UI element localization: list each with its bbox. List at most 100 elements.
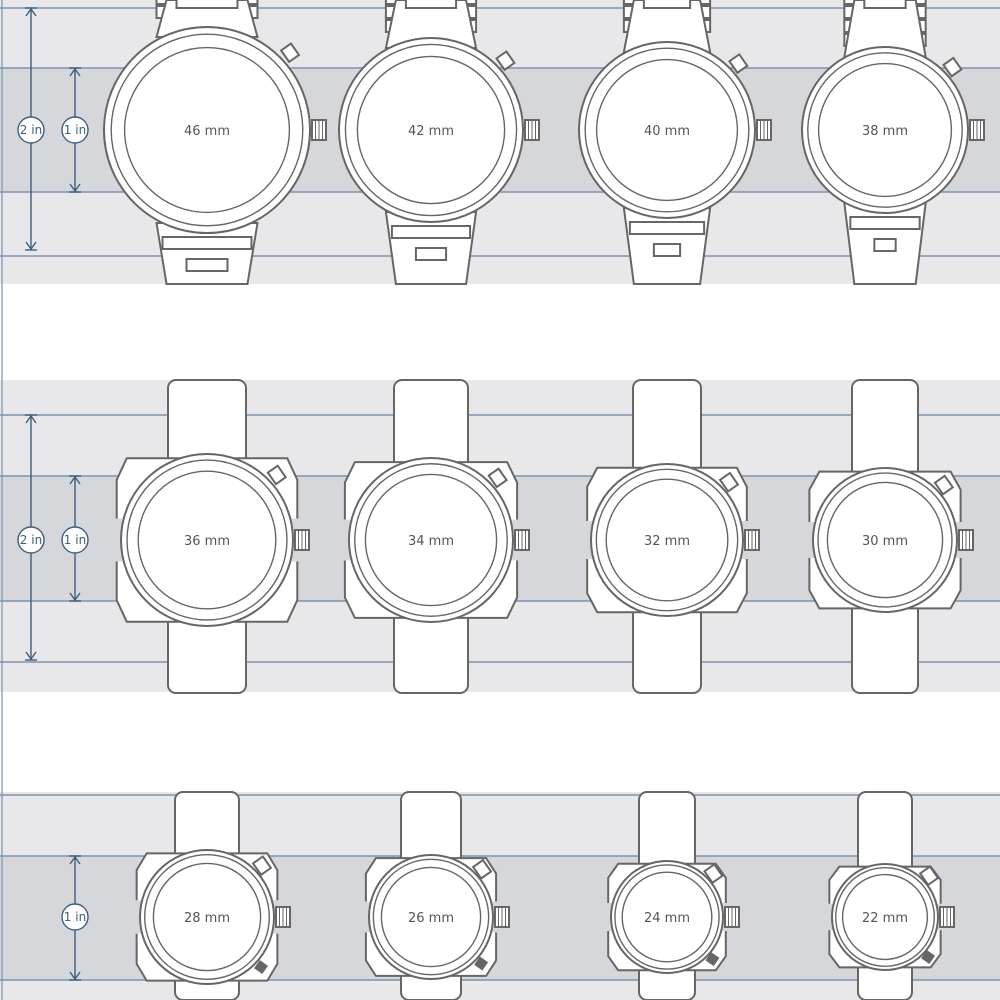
watch-size-label: 28 mm — [184, 911, 230, 926]
watch-size-label: 26 mm — [408, 911, 454, 926]
pusher-icon — [933, 474, 955, 496]
ruler-label: 1 in — [64, 123, 86, 137]
ruler-arrow — [69, 592, 81, 602]
watch-dial — [605, 478, 729, 602]
ruler-arrow — [69, 67, 81, 77]
watch-case — [578, 41, 756, 219]
bracelet-link — [390, 225, 472, 239]
ruler-badge — [61, 903, 89, 931]
watch-size-label: 36 mm — [184, 534, 230, 549]
watch-dial — [152, 862, 262, 972]
watch-26mm: 26 mm — [364, 791, 510, 1000]
watch-case — [610, 860, 724, 974]
watch-case — [120, 453, 294, 627]
watch-bezel — [344, 43, 518, 217]
watch-bezel — [372, 858, 490, 976]
ruler-arrow — [69, 475, 81, 485]
watch-dial — [137, 470, 277, 610]
bracelet-link — [642, 0, 692, 9]
watch-32mm: 32 mm — [586, 379, 760, 694]
watch-dial — [621, 871, 713, 963]
bracelet-link — [628, 221, 706, 235]
pusher-icon — [254, 960, 268, 975]
watch-size-label: 32 mm — [644, 534, 690, 549]
watch-case — [801, 46, 969, 214]
ruler-arrow — [69, 855, 81, 865]
watch-size-label: 38 mm — [862, 124, 908, 139]
pusher-icon — [471, 858, 493, 880]
watch-dial — [826, 481, 944, 599]
watch-dial — [380, 866, 482, 968]
watch-case — [812, 467, 958, 613]
watch-bezel — [835, 867, 935, 967]
watch-bezel — [584, 47, 750, 213]
watch-bezel — [143, 853, 271, 981]
watch-bezel — [807, 52, 963, 208]
watch-size-label: 46 mm — [184, 124, 230, 139]
bracelet-link — [863, 0, 907, 9]
pusher-icon — [918, 865, 940, 887]
pusher-icon — [718, 471, 740, 493]
ruler-1in-row-1: 1 in — [61, 67, 89, 193]
watch-case — [368, 854, 494, 980]
ruler-1in-row-2: 1 in — [61, 475, 89, 602]
watch-case — [103, 26, 311, 234]
pusher-icon — [495, 50, 516, 72]
ruler-2in-row-2: 2 in — [17, 414, 45, 661]
ruler-label: 2 in — [20, 123, 42, 137]
ruler-arrow — [69, 183, 81, 193]
watch-36mm: 36 mm — [115, 379, 310, 694]
watch-case — [139, 849, 275, 985]
ruler-arrow — [25, 651, 37, 661]
pusher-icon — [251, 855, 273, 877]
pusher-icon — [705, 952, 720, 967]
bracelet-link — [175, 0, 239, 9]
ruler-1in-row-3: 1 in — [61, 855, 89, 981]
watch-size-label: 24 mm — [644, 911, 690, 926]
watch-bezel — [595, 468, 739, 612]
watch-30mm: 30 mm — [808, 379, 974, 694]
watch-size-label: 22 mm — [862, 911, 908, 926]
watch-case — [348, 457, 514, 623]
ruler-badge — [17, 526, 45, 554]
watch-dial — [364, 473, 498, 607]
pusher-icon — [921, 950, 936, 964]
ruler-badge — [61, 526, 89, 554]
ruler-label: 1 in — [64, 910, 86, 924]
pusher-icon — [279, 42, 301, 64]
pusher-icon — [266, 464, 288, 486]
ruler-arrow — [25, 241, 37, 251]
bracelet-link — [185, 258, 229, 272]
watch-dial — [817, 62, 953, 198]
watch-illustrations: 46 mm 42 mm 40 mm 38 mm 36 mm 34 mm 32 mm 30 mm… — [103, 0, 985, 1000]
watch-38mm: 38 mm — [801, 0, 985, 285]
ruler-2in-row-1: 2 in — [17, 7, 45, 251]
pusher-icon — [703, 862, 724, 885]
watch-case — [831, 863, 939, 971]
inch-rulers: 2 in 1 in 2 in 1 in 1 in — [17, 7, 89, 981]
ruler-arrow — [25, 414, 37, 424]
watch-bezel — [817, 472, 953, 608]
watch-dial — [595, 58, 739, 202]
watch-bezel — [110, 33, 304, 227]
watch-case — [590, 463, 744, 617]
watch-bezel — [614, 864, 720, 970]
bracelet-link — [652, 243, 682, 257]
ruler-label: 1 in — [64, 533, 86, 547]
watch-34mm: 34 mm — [343, 379, 530, 694]
pusher-icon — [487, 467, 508, 489]
watch-dial — [841, 873, 929, 961]
bracelet-link — [161, 236, 253, 250]
watch-size-label: 30 mm — [862, 534, 908, 549]
watch-bezel — [354, 463, 508, 617]
watch-42mm: 42 mm — [338, 0, 540, 285]
bracelet-link — [873, 238, 897, 252]
watch-size-label: 42 mm — [408, 124, 454, 139]
ruler-badge — [61, 116, 89, 144]
bracelet-link — [414, 247, 448, 261]
watch-dial — [356, 55, 506, 205]
watch-size-label: 40 mm — [644, 124, 690, 139]
watch-24mm: 24 mm — [607, 791, 740, 1000]
bracelet-link — [849, 216, 921, 230]
watch-46mm: 46 mm — [103, 0, 327, 285]
